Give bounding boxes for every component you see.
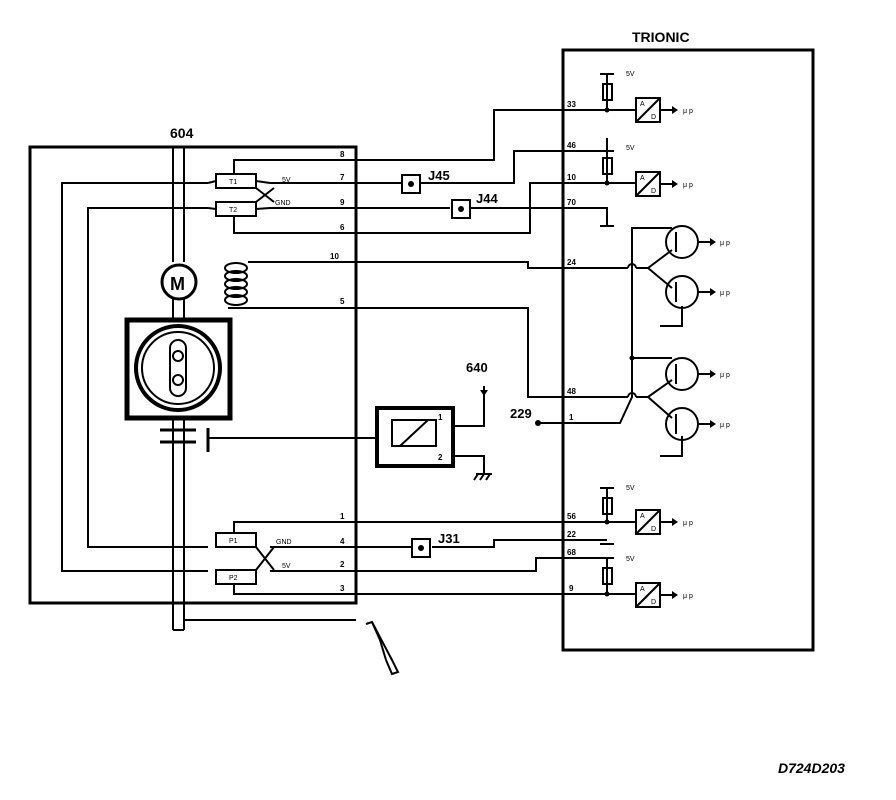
p2-label: P2 <box>229 575 238 582</box>
accelerator-pedal <box>365 620 400 676</box>
ecu-pin-33: 33 <box>567 100 576 109</box>
ecu-pin-9: 9 <box>569 584 574 593</box>
module-pin-8: 8 <box>340 150 345 159</box>
adc9-mup: μ p <box>683 593 693 600</box>
label-229: 229 <box>510 406 532 421</box>
adc-channel-9: 5V A D μ p <box>563 556 693 608</box>
module-pin-3: 3 <box>340 584 345 593</box>
module-wires-top <box>61 159 356 535</box>
harness-wires <box>356 109 563 595</box>
ecu-pin-1: 1 <box>569 413 574 422</box>
ecu-pin-24: 24 <box>567 258 576 267</box>
relay: 1 2 640 <box>375 360 492 481</box>
module-pin-4: 4 <box>340 537 345 546</box>
solenoid-coil <box>224 262 248 306</box>
label-640: 640 <box>466 360 488 375</box>
ecu-pin-48: 48 <box>567 387 576 396</box>
j44-label: J44 <box>476 191 498 206</box>
trionic-box <box>561 48 815 652</box>
t-cross-wires: 5V GND <box>207 168 291 226</box>
module-pin-6: 6 <box>340 223 345 232</box>
module-604-label: 604 <box>170 125 194 141</box>
transistor-bridge <box>563 227 683 457</box>
drawing-id: D724D203 <box>778 760 845 776</box>
connector-j45: J45 <box>401 168 450 194</box>
connector-229: 229 <box>510 406 563 426</box>
tr4-mup: μ p <box>720 422 730 429</box>
adc33-d: D <box>651 114 656 121</box>
throttle-body <box>124 317 233 421</box>
t2-label: T2 <box>229 207 237 214</box>
adc10-mup: μ p <box>683 182 693 189</box>
module-pin-2: 2 <box>340 560 345 569</box>
sensor-t1: T1 <box>215 173 257 189</box>
adc56-d: D <box>651 526 656 533</box>
j31-label: J31 <box>438 531 460 546</box>
relay-pin-2: 2 <box>438 453 443 462</box>
ecu-pin-46: 46 <box>567 141 576 150</box>
throttle-shaft <box>160 148 375 631</box>
sensor-p2: P2 <box>215 569 257 585</box>
relay-pin-1: 1 <box>438 413 443 422</box>
ecu-pin-22: 22 <box>567 530 576 539</box>
p-cross-wires: GND 5V <box>233 530 292 571</box>
adc9-a: A <box>640 586 645 593</box>
adc56-a: A <box>640 513 645 520</box>
trionic-label: TRIONIC <box>632 29 690 45</box>
adc10-d: D <box>651 188 656 195</box>
connector-j31: J31 <box>411 531 460 558</box>
motor-symbol: M <box>160 263 198 301</box>
module-wires-bottom <box>61 222 356 621</box>
j45-label: J45 <box>428 168 450 183</box>
transistor-1: μ p <box>665 225 730 259</box>
sensor-t2: T2 <box>215 201 257 217</box>
adc9-5v: 5V <box>626 556 635 563</box>
connector-j44: J44 <box>451 191 498 219</box>
ecu-pin-56: 56 <box>567 512 576 521</box>
adc10-a: A <box>640 175 645 182</box>
p-gnd-label: GND <box>276 539 292 546</box>
p-5v-label: 5V <box>282 563 291 570</box>
t1-label: T1 <box>229 179 237 186</box>
ecu-pin-10: 10 <box>567 173 576 182</box>
sensor-p1: P1 <box>215 532 257 548</box>
ecu-pin-68: 68 <box>567 548 576 557</box>
transistor-4: μ p <box>665 407 730 441</box>
module-pin-7: 7 <box>340 173 345 182</box>
adc10-5v: 5V <box>626 145 635 152</box>
module-pin-9: 9 <box>340 198 345 207</box>
tr3-mup: μ p <box>720 372 730 379</box>
tr2-mup: μ p <box>720 290 730 297</box>
adc9-d: D <box>651 599 656 606</box>
module-pin-5: 5 <box>340 297 345 306</box>
module-pin-1: 1 <box>340 512 345 521</box>
module-pin-10: 10 <box>330 252 339 261</box>
transistor-2: μ p <box>665 275 730 309</box>
module-pins: 8 7 9 6 10 5 1 4 2 3 <box>330 150 345 593</box>
adc33-a: A <box>640 101 645 108</box>
tr1-mup: μ p <box>720 240 730 247</box>
adc33-mup: μ p <box>683 108 693 115</box>
adc56-5v: 5V <box>626 485 635 492</box>
motor-label: M <box>170 274 185 294</box>
adc-channel-56: 5V A D μ p <box>563 485 693 535</box>
adc-channel-10: 5V A D μ p <box>563 138 693 197</box>
ecu-ground-70 <box>563 207 614 227</box>
t-5v-label: 5V <box>282 177 291 184</box>
ecu-ground-22 <box>563 539 614 545</box>
t-gnd-label: GND <box>275 200 291 207</box>
module-604-box <box>28 145 358 605</box>
adc56-mup: μ p <box>683 520 693 527</box>
p1-label: P1 <box>229 538 238 545</box>
adc33-5v: 5V <box>626 71 635 78</box>
ecu-pins: 33 46 10 70 24 48 1 56 22 68 9 <box>567 100 576 593</box>
ecu-pin-70: 70 <box>567 198 576 207</box>
transistor-3: μ p <box>665 357 730 391</box>
adc-channel-33: 5V A D μ p <box>563 71 693 123</box>
